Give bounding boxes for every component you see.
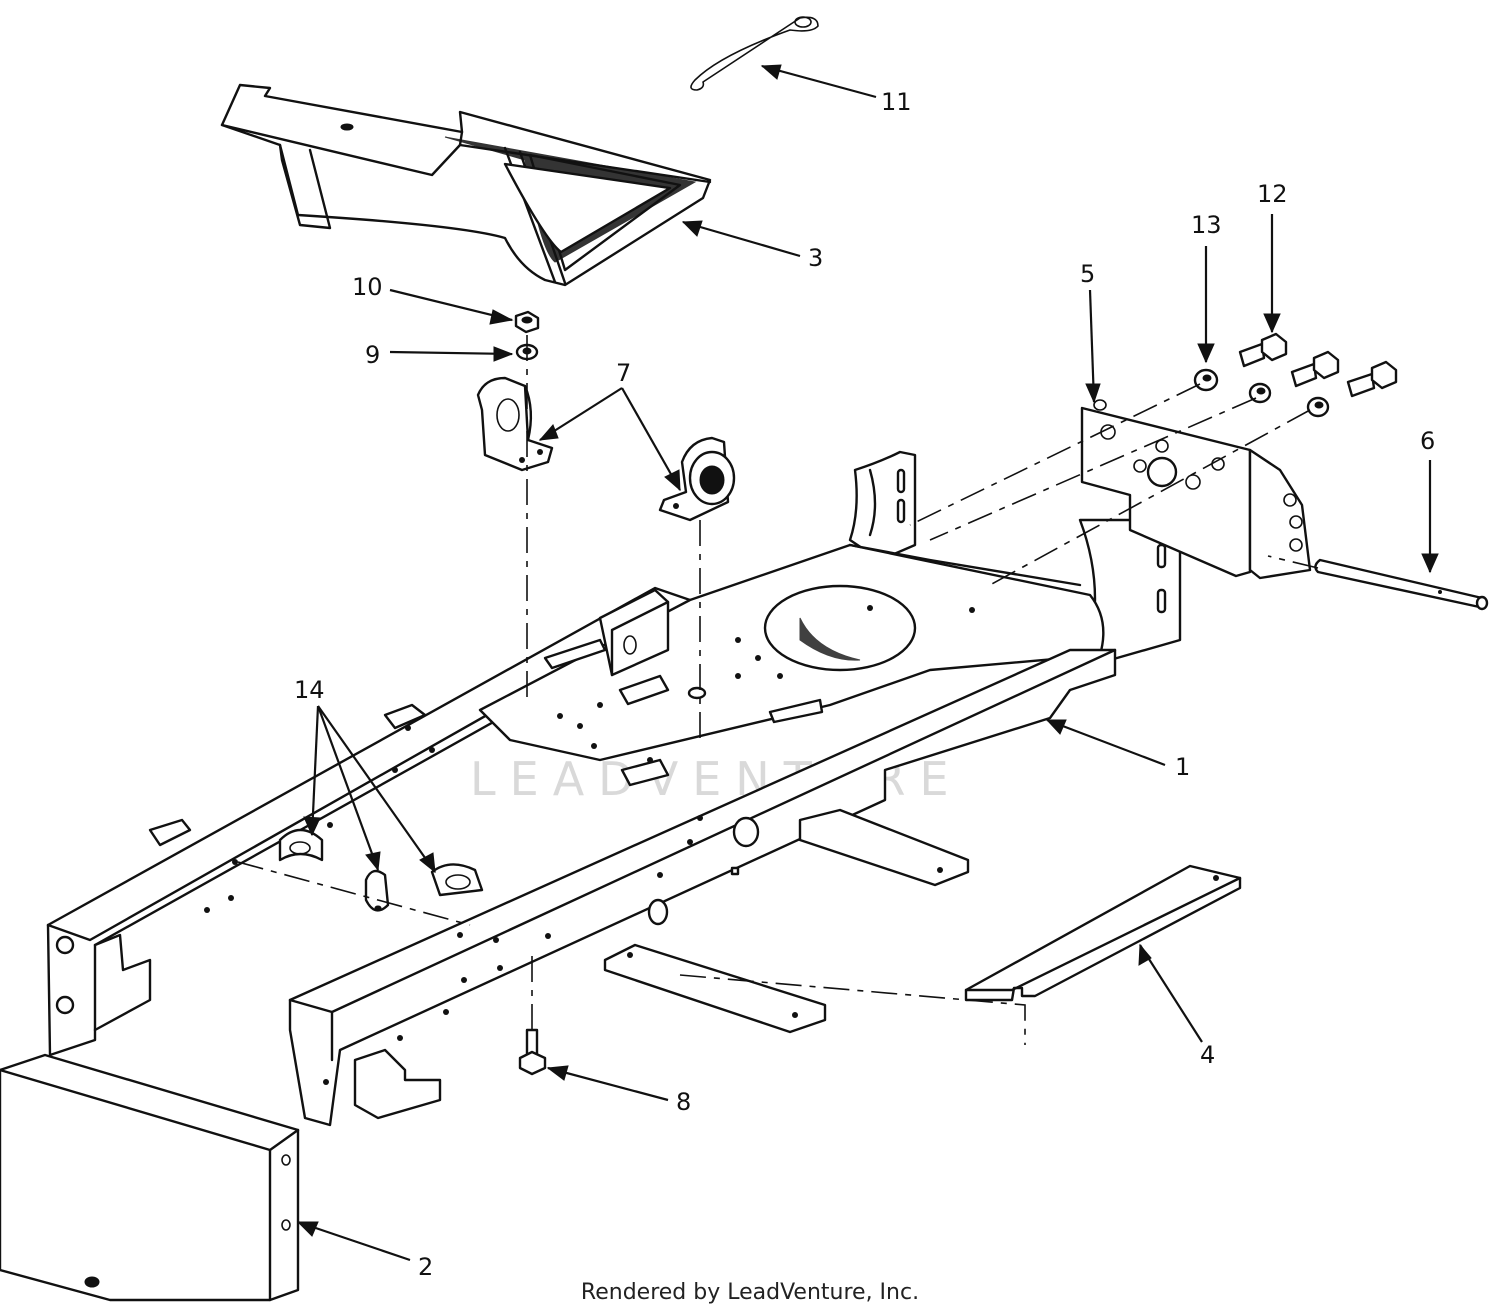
callout-14: 14 bbox=[294, 676, 325, 704]
part-lock-washers bbox=[1193, 368, 1330, 418]
part-plate bbox=[964, 864, 1242, 1002]
assembly-lines bbox=[237, 335, 1319, 1045]
callout-5: 5 bbox=[1080, 260, 1095, 288]
part-pin bbox=[1314, 558, 1489, 611]
part-frame bbox=[46, 450, 1182, 1127]
callout-6: 6 bbox=[1420, 427, 1435, 455]
footer-credit: Rendered by LeadVenture, Inc. bbox=[580, 1280, 920, 1305]
callout-3: 3 bbox=[808, 244, 823, 272]
part-bolts bbox=[1238, 332, 1398, 398]
leader-lines bbox=[297, 64, 1432, 1262]
callout-9: 9 bbox=[365, 341, 380, 369]
part-rear-bracket bbox=[1080, 399, 1312, 580]
callouts: 1 2 3 4 5 6 7 8 9 10 11 12 13 14 bbox=[294, 88, 1435, 1281]
callout-11: 11 bbox=[881, 88, 912, 116]
part-mount-brackets bbox=[476, 376, 736, 522]
callout-2: 2 bbox=[418, 1253, 433, 1281]
part-footrest-cover bbox=[220, 83, 712, 287]
part-nut bbox=[514, 310, 540, 334]
callout-4: 4 bbox=[1200, 1041, 1215, 1069]
part-clips bbox=[278, 828, 484, 912]
arrow-heads bbox=[296, 64, 1439, 1237]
part-bolt-lower bbox=[518, 1028, 547, 1076]
callout-12: 12 bbox=[1257, 180, 1288, 208]
callout-8: 8 bbox=[676, 1088, 691, 1116]
part-front-shield bbox=[0, 1053, 300, 1302]
callout-7: 7 bbox=[616, 359, 631, 387]
callout-1: 1 bbox=[1175, 753, 1190, 781]
callout-10: 10 bbox=[352, 273, 383, 301]
callout-13: 13 bbox=[1191, 211, 1222, 239]
part-hairpin-clip bbox=[690, 16, 819, 91]
